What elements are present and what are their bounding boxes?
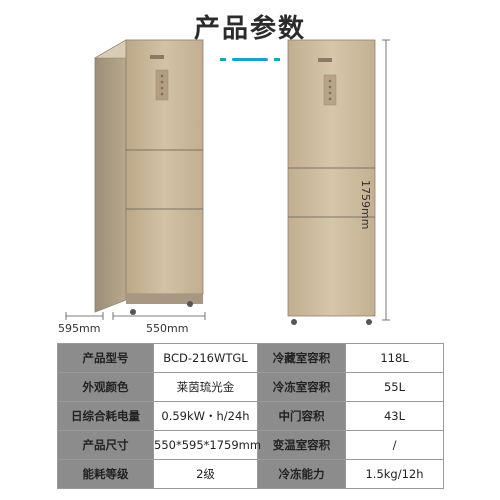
title-dash-left: [220, 58, 226, 61]
page-title: 产品参数: [193, 14, 306, 44]
table-row: 产品型号 BCD-216WTGL 冷藏室容积 118L: [57, 343, 444, 373]
title-dash-right: [274, 58, 280, 61]
dimension-lines: [65, 39, 390, 321]
spec-label: 冷冻室容积: [257, 372, 346, 402]
spec-value: 0.59kW・h/24h: [153, 401, 258, 431]
spec-value: 2级: [153, 459, 258, 489]
spec-label: 变温室容积: [257, 430, 346, 460]
spec-value: 550*595*1759mm: [153, 430, 261, 460]
spec-label: 冷冻能力: [257, 459, 346, 489]
spec-label: 冷藏室容积: [257, 343, 346, 373]
spec-label: 产品尺寸: [57, 430, 154, 460]
spec-label: 产品型号: [57, 343, 154, 373]
height-dimension-label: 1759mm: [359, 180, 372, 230]
spec-value: BCD-216WTGL: [153, 343, 258, 373]
spec-value: 莱茵琉光金: [153, 372, 258, 402]
width-dimension-label: 550mm: [146, 322, 189, 335]
spec-value: 118L: [345, 343, 444, 373]
table-row: 产品尺寸 550*595*1759mm 变温室容积 /: [57, 430, 444, 460]
spec-label: 日综合耗电量: [57, 401, 154, 431]
spec-value: 55L: [345, 372, 444, 402]
depth-dimension-label: 595mm: [58, 322, 101, 335]
spec-label: 外观颜色: [57, 372, 154, 402]
title-underline: [232, 58, 268, 61]
spec-value: /: [345, 430, 444, 460]
table-row: 能耗等级 2级 冷冻能力 1.5kg/12h: [57, 459, 444, 489]
product-illustration: 595mm 550mm 1759mm: [58, 39, 390, 335]
fridge-angled-view: [93, 39, 205, 315]
table-row: 外观颜色 莱茵琉光金 冷冻室容积 55L: [57, 372, 444, 402]
table-row: 日综合耗电量 0.59kW・h/24h 中门容积 43L: [57, 401, 444, 431]
spec-value: 1.5kg/12h: [345, 459, 444, 489]
fridge-front-view: [287, 39, 376, 325]
spec-value: 43L: [345, 401, 444, 431]
spec-label: 能耗等级: [57, 459, 154, 489]
spec-label: 中门容积: [257, 401, 346, 431]
fridge-drawings: [65, 39, 390, 325]
spec-table: 产品型号 BCD-216WTGL 冷藏室容积 118L 外观颜色 莱茵琉光金 冷…: [57, 343, 444, 489]
